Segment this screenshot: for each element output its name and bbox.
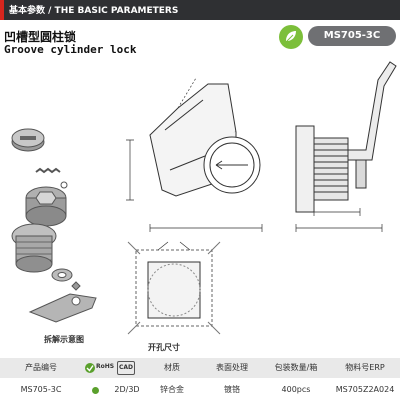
section-header: 基本参数 / THE BASIC PARAMETERS (0, 0, 400, 20)
exploded-housing-drawing (11, 223, 57, 273)
exploded-plug-drawing (25, 186, 67, 227)
cell-packing: 400pcs (281, 385, 311, 394)
cell-material: 锌合金 (160, 385, 184, 394)
cell-surface: 镀铬 (224, 385, 240, 394)
table-header-row: 产品编号 RoHS CAD 材质 表面处理 包装数量/箱 物料号ERP (0, 358, 400, 378)
parameter-table: 产品编号 RoHS CAD 材质 表面处理 包装数量/箱 物料号ERP MS70… (0, 358, 400, 400)
exploded-view-caption: 拆解示意图 (44, 335, 84, 344)
cell-cad: 2D/3D (114, 385, 140, 394)
model-badge: MS705-3C (308, 26, 396, 46)
exploded-cap-drawing (11, 128, 45, 152)
header-cad: CAD (118, 364, 134, 371)
cutout-size-caption: 开孔尺寸 (148, 343, 180, 352)
exploded-spring-drawing (35, 167, 68, 189)
rohs-compliant-icon (92, 387, 99, 394)
header-erp: 物料号ERP (345, 363, 385, 372)
front-view-drawing (126, 77, 263, 232)
header-surface: 表面处理 (216, 363, 248, 372)
header-packing: 包装数量/箱 (274, 363, 318, 372)
cell-product-code: MS705-3C (20, 385, 62, 394)
eco-leaf-icon (279, 25, 303, 49)
side-view-drawing (295, 61, 397, 232)
exploded-nut-drawing (51, 268, 73, 282)
rohs-icon: RoHS (84, 360, 114, 376)
product-title-en: Groove cylinder lock (4, 43, 137, 56)
table-row: MS705-3C 2D/3D 锌合金 镀铬 400pcs MS705Z2A024 (0, 380, 400, 400)
product-title-zh: 凹槽型圆柱锁 (4, 30, 77, 44)
header-accent (0, 0, 4, 20)
model-badge-label: MS705-3C (323, 30, 381, 41)
exploded-cam-drawing (28, 281, 97, 323)
header-rohs: RoHS (96, 363, 115, 370)
technical-drawings (11, 61, 397, 335)
header-material: 材质 (164, 363, 180, 372)
cad-icon: CAD (117, 361, 135, 375)
cell-erp: MS705Z2A024 (335, 385, 395, 394)
section-title: 基本参数 / THE BASIC PARAMETERS (9, 6, 179, 16)
header-product-code: 产品编号 (25, 363, 57, 372)
cutout-size-drawing (127, 241, 221, 335)
